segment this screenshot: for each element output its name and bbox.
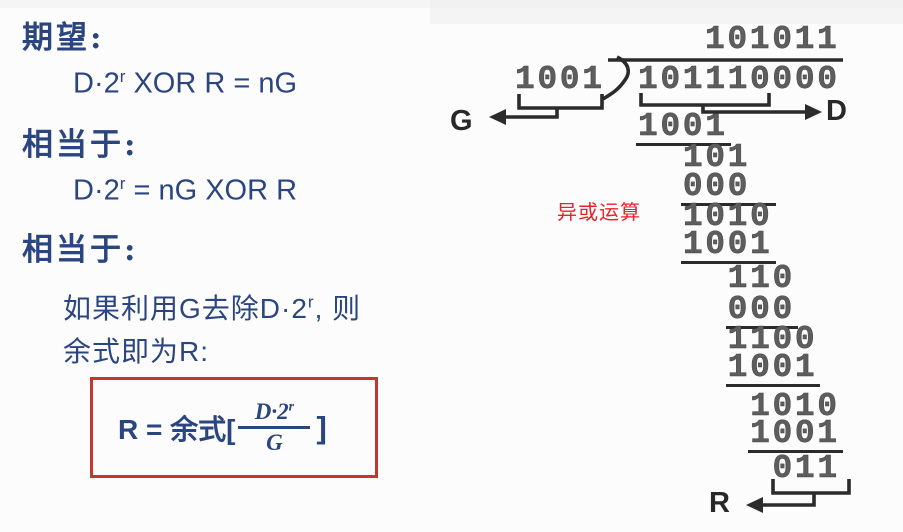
label-d: D (826, 95, 847, 127)
division-underline (725, 326, 798, 330)
formula-fraction: D·2r G (238, 398, 311, 455)
division-step-row: 1001 (727, 349, 818, 386)
paragraph-line-1: 如果利用G去除D·2r, 则 (63, 287, 361, 327)
g-arrowhead-icon (489, 109, 506, 125)
division-step-row: 1001 (638, 108, 728, 145)
division-step-row: 1100 (727, 321, 818, 358)
division-step-row: 000 (727, 291, 795, 328)
division-step-row: 000 (682, 168, 751, 205)
label-g: G (450, 105, 473, 137)
paragraph-line-1-base: 如果利用G去除D·2 (63, 293, 308, 324)
equation-1-sup: r (119, 67, 126, 86)
heading-equivalent-2: 相当于: (22, 232, 139, 268)
division-quotient: 101011 (705, 21, 840, 58)
equation-1-base: D·2 (73, 67, 120, 100)
g-arrow-line (503, 108, 559, 119)
formula-denominator: G (266, 430, 283, 455)
r-arrowhead-icon (746, 497, 763, 513)
equation-1-rest: XOR R = nG (125, 67, 298, 100)
division-step-row: 1001 (682, 226, 773, 263)
equation-1: D·2r XOR R = nG (73, 67, 297, 101)
division-underline (636, 143, 731, 147)
division-step-row: 1010 (750, 388, 840, 425)
division-step-row: 101 (682, 139, 751, 176)
heading-equivalent-1: 相当于: (22, 127, 139, 163)
division-step-row: 011 (772, 450, 840, 487)
heading-expectation: 期望: (22, 20, 105, 56)
paragraph-line-1-sup: r (307, 292, 315, 312)
formula-box: R = 余式[ D·2r G ] (90, 377, 378, 478)
label-r: R (709, 487, 730, 519)
division-step-row: 1010 (682, 198, 773, 235)
d-arrow-line (701, 105, 808, 114)
d-bracket (639, 93, 771, 107)
paragraph-line-1-rest: , 则 (314, 293, 362, 324)
formula-numerator: D·2r (254, 398, 295, 424)
division-bracket-curve (602, 55, 631, 101)
equation-2-rest: = nG XOR R (125, 174, 298, 207)
xor-operation-note: 异或运算 (557, 202, 641, 224)
r-arrow-line (760, 493, 816, 507)
equation-2: D·2r = nG XOR R (73, 174, 297, 208)
d-arrowhead-icon (805, 104, 822, 120)
division-divisor: 1001 (515, 61, 605, 98)
fraction-bar (238, 426, 311, 429)
g-bracket (517, 94, 604, 110)
formula-lhs: R = 余式[ (118, 413, 236, 445)
division-underline (680, 261, 776, 265)
top-right-shade (430, 0, 903, 24)
division-underline (680, 203, 776, 207)
equation-2-base: D·2 (73, 174, 120, 207)
division-step-row: 1001 (750, 415, 840, 452)
formula-right-bracket: ] (316, 409, 327, 445)
division-underline (725, 384, 821, 388)
equation-2-sup: r (119, 174, 126, 193)
division-underline (748, 450, 843, 454)
division-step-row: 110 (727, 260, 795, 297)
paragraph-line-2: 余式即为R: (63, 336, 210, 367)
r-bracket (771, 479, 851, 495)
division-dividend: 101110000 (638, 61, 840, 98)
